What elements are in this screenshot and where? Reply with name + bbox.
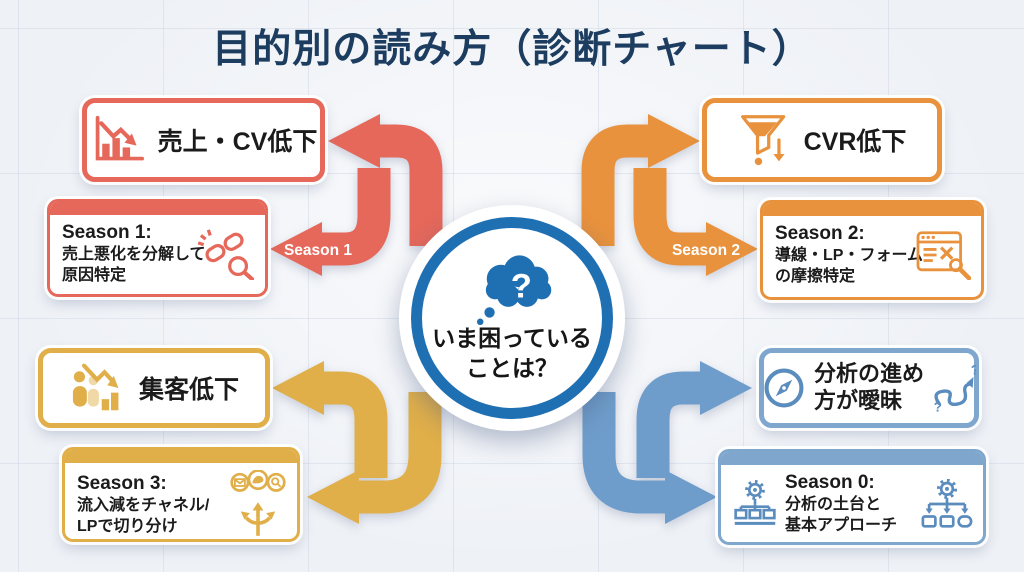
symptom-label: 集客低下 bbox=[138, 376, 239, 404]
svg-text:?: ? bbox=[934, 400, 942, 413]
declining-sales-chart-icon bbox=[95, 115, 144, 161]
arrow-group-season3 bbox=[272, 361, 442, 524]
winding-path-question-icon: ? ? bbox=[934, 363, 976, 413]
season-0-line: 分析の土台と bbox=[785, 496, 882, 513]
season-3-line: LPで切り分け bbox=[77, 518, 178, 535]
season-3-header-strip bbox=[65, 450, 297, 463]
audience-decline-icon bbox=[72, 363, 119, 411]
season-box-0: Season 0: 分析の土台と 基本アプローチ bbox=[718, 449, 986, 545]
season-0-title: Season 0: bbox=[785, 472, 875, 493]
funnel-drop-icon bbox=[740, 115, 785, 166]
arrow-label-season-1: Season 1 bbox=[284, 242, 352, 259]
season-box-3: Season 3: 流入減をチャネル/ LPで切り分け bbox=[62, 447, 300, 542]
season-2-title: Season 2: bbox=[775, 223, 865, 244]
center-circle-ring: ? いま困っている ことは？ bbox=[411, 217, 613, 419]
svg-text:?: ? bbox=[971, 363, 976, 377]
arrow-label-season-2: Season 2 bbox=[672, 242, 740, 259]
thought-bubble-question-icon: ? bbox=[476, 255, 552, 326]
season-1-title: Season 1: bbox=[62, 222, 152, 243]
season-2-line: の摩擦特定 bbox=[775, 268, 856, 286]
broken-chain-magnifier-icon bbox=[197, 229, 255, 281]
season-1-line: 売上悪化を分解して bbox=[62, 246, 206, 263]
gear-workflow-icon bbox=[921, 479, 973, 528]
season-0-header-strip bbox=[721, 452, 983, 465]
season-1-header-strip bbox=[50, 202, 265, 215]
arrow-group-season1: Season 1 bbox=[270, 114, 443, 276]
symptom-label: 分析の進め 方が曖昧 bbox=[814, 361, 925, 413]
symptom-box-analysis-unclear: 分析の進め 方が曖昧 ? ? bbox=[759, 348, 979, 428]
center-question-circle: ? いま困っている ことは？ bbox=[399, 205, 625, 431]
gear-orgchart-icon bbox=[734, 480, 776, 526]
symptom-box-traffic-decline: 集客低下 bbox=[38, 348, 270, 428]
webpage-wrench-icon bbox=[916, 231, 971, 281]
season-2-line: 導線・LP・フォーム bbox=[775, 247, 923, 264]
page-title: 目的別の読み方（診断チャート） bbox=[212, 28, 812, 71]
season-box-1: Season 1: 売上悪化を分解して 原因特定 bbox=[47, 199, 268, 297]
season-1-line: 原因特定 bbox=[62, 267, 127, 285]
arrow-group-season2: Season 2 bbox=[581, 114, 758, 276]
symptom-label: CVR低下 bbox=[803, 128, 907, 156]
season-3-title: Season 3: bbox=[77, 472, 167, 494]
symptom-box-sales-cv-decline: 売上・CV低下 bbox=[82, 98, 325, 182]
arrow-group-season0 bbox=[582, 361, 752, 524]
compass-icon bbox=[764, 368, 804, 408]
season-2-header-strip bbox=[763, 203, 981, 216]
channel-split-icon bbox=[230, 470, 286, 536]
question-mark: ? bbox=[511, 268, 532, 306]
center-question-text: いま困っている ことは？ bbox=[432, 325, 592, 381]
season-box-2: Season 2: 導線・LP・フォーム の摩擦特定 bbox=[760, 200, 984, 300]
season-0-line: 基本アプローチ bbox=[785, 517, 898, 535]
season-3-line: 流入減をチャネル/ bbox=[77, 496, 210, 514]
symptom-label: 売上・CV低下 bbox=[157, 128, 318, 156]
symptom-box-cvr-decline: CVR低下 bbox=[702, 98, 942, 182]
